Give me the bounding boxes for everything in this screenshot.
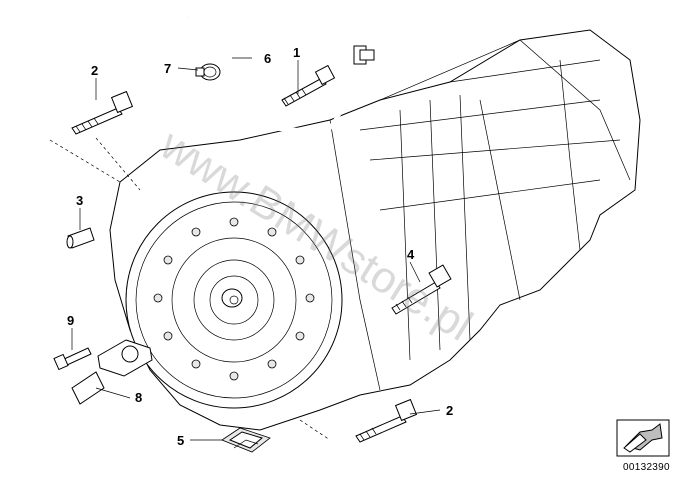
callout-6: 6 bbox=[264, 51, 272, 66]
callout-4: 4 bbox=[407, 247, 415, 262]
leader-lines bbox=[49, 57, 441, 441]
callout-7: 7 bbox=[164, 61, 172, 76]
direction-symbol-icon bbox=[616, 419, 670, 457]
bell-housing bbox=[125, 191, 343, 409]
callout-3: 3 bbox=[76, 193, 84, 208]
plug-5 bbox=[221, 427, 271, 453]
bolt-2-top bbox=[71, 90, 134, 135]
callout-2-top: 2 bbox=[91, 63, 99, 78]
callout-5: 5 bbox=[177, 433, 185, 448]
converter-bolt-holes bbox=[153, 217, 315, 381]
breather-pipe bbox=[186, 12, 375, 133]
sensor-8 bbox=[71, 339, 153, 405]
bolt-4 bbox=[391, 264, 452, 315]
screw-9 bbox=[53, 347, 92, 371]
bolt-1 bbox=[281, 64, 336, 107]
bolt-2-bottom bbox=[355, 398, 418, 443]
callout-1: 1 bbox=[293, 45, 301, 60]
callout-8: 8 bbox=[135, 390, 143, 405]
hose-clamp bbox=[195, 63, 221, 81]
callout-2-bottom: 2 bbox=[446, 403, 454, 418]
diagram-part-number: 00132390 bbox=[623, 462, 670, 473]
callout-9: 9 bbox=[67, 313, 75, 328]
dowel-sleeve-3 bbox=[66, 227, 95, 249]
